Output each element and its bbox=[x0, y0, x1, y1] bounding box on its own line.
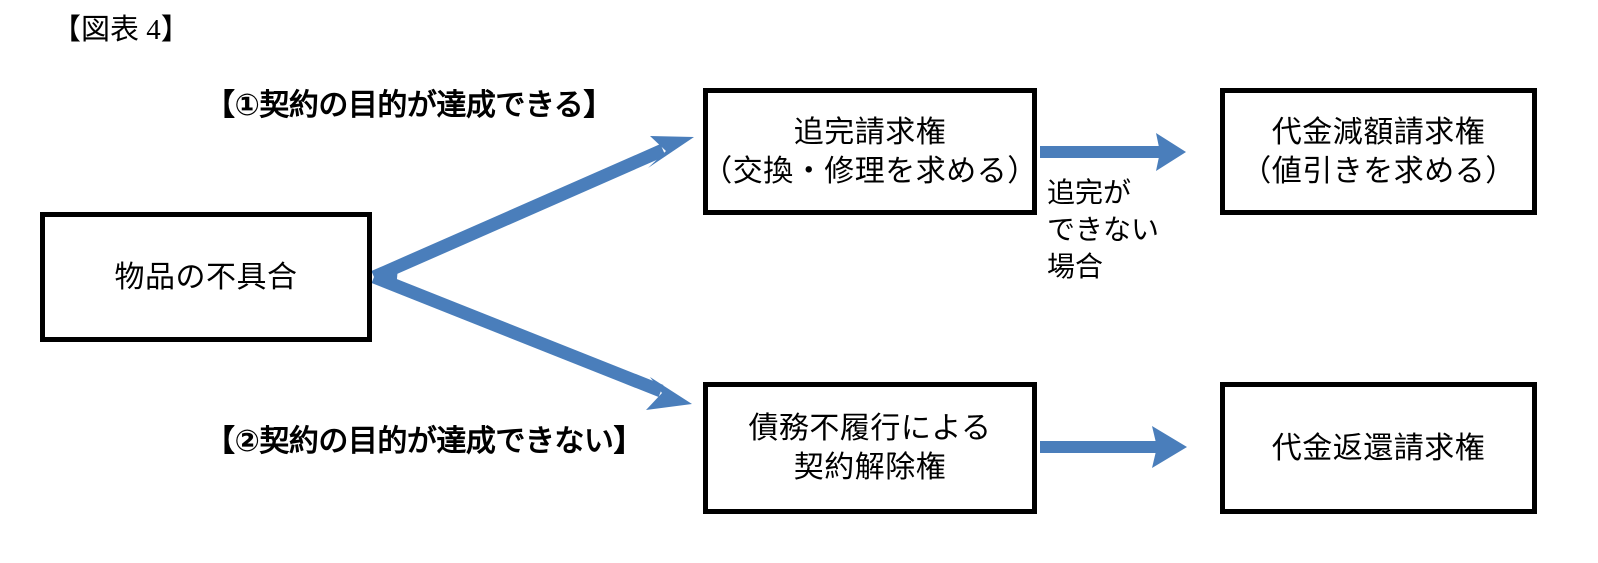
node-box-contract-termination-right: 債務不履行による 契約解除権 bbox=[703, 382, 1037, 514]
edge-label-supplement-impossible: 追完が できない 場合 bbox=[1047, 175, 1159, 286]
node-box-price-reduction-claim: 代金減額請求権 （値引きを求める） bbox=[1220, 88, 1537, 215]
edge-label-line-1: 追完が bbox=[1047, 177, 1132, 208]
node-label-line: （値引きを求める） bbox=[1241, 154, 1516, 188]
figure-title: 【図表 4】 bbox=[52, 14, 190, 46]
node-label-line: 物品の不具合 bbox=[114, 260, 298, 294]
node-box-defective-goods: 物品の不具合 bbox=[40, 212, 372, 342]
arrow-bottom-middle-to-bottom-right bbox=[1040, 426, 1187, 468]
node-label-line: 代金返還請求権 bbox=[1271, 431, 1486, 465]
node-box-refund-claim: 代金返還請求権 bbox=[1220, 382, 1537, 514]
node-label-line: （交換・修理を求める） bbox=[702, 154, 1038, 188]
branch-label-contract-purpose-achievable: 【①契約の目的が達成できる】 bbox=[205, 89, 613, 122]
edge-label-line-3: 場合 bbox=[1047, 250, 1104, 282]
arrow-top-middle-to-top-right bbox=[1040, 133, 1186, 171]
arrow-source-to-bottom-middle bbox=[371, 270, 692, 410]
edge-label-line-2: できない bbox=[1047, 213, 1160, 245]
branch-label-contract-purpose-not-achievable: 【②契約の目的が達成できない】 bbox=[205, 425, 643, 458]
node-label-line: 契約解除権 bbox=[793, 451, 947, 484]
node-box-right-to-cure: 追完請求権 （交換・修理を求める） bbox=[702, 88, 1038, 215]
node-label-line: 追完請求権 bbox=[793, 115, 947, 149]
arrow-source-to-top-middle bbox=[371, 136, 694, 290]
node-label-line: 代金減額請求権 bbox=[1271, 115, 1486, 149]
node-label-line: 債務不履行による bbox=[748, 412, 992, 445]
